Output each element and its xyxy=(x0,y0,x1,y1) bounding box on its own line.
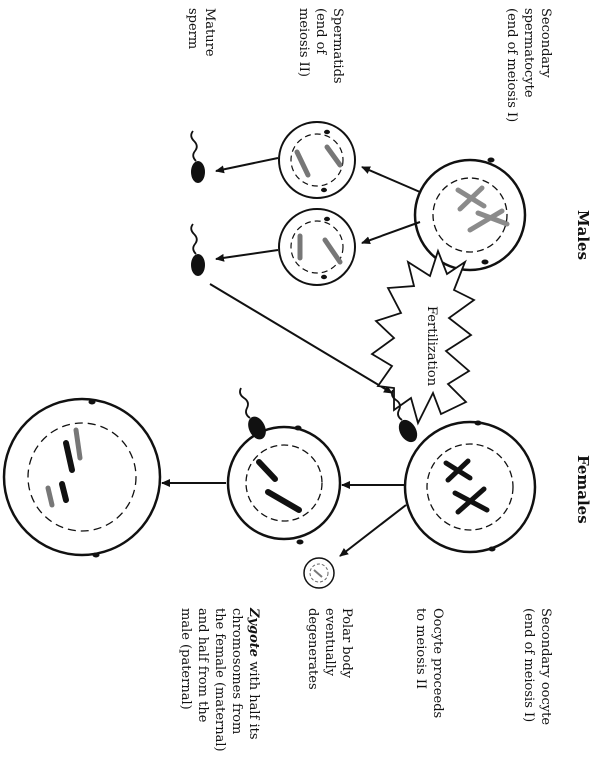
svg-text:sperm: sperm xyxy=(185,8,200,49)
attached-sperm-icon xyxy=(391,389,418,443)
svg-text:Spermatids: Spermatids xyxy=(330,8,345,84)
svg-text:Mature: Mature xyxy=(202,8,217,57)
spermatid-cell xyxy=(278,208,356,286)
svg-text:Secondary oocyte: Secondary oocyte xyxy=(538,608,553,725)
arrow-to-spermatid-1 xyxy=(361,166,421,193)
svg-text:chromosomes from: chromosomes from xyxy=(229,608,244,734)
svg-text:Polar body: Polar body xyxy=(339,608,354,679)
svg-text:and half from the: and half from the xyxy=(195,608,210,723)
svg-text:Females: Females xyxy=(574,455,592,524)
svg-text:(end of: (end of xyxy=(313,8,328,55)
arrow-to-sperm-2 xyxy=(215,249,279,262)
svg-text:(end of meiosis I): (end of meiosis I) xyxy=(521,608,536,722)
label-spermatids: Spermatids (end of meiosis II) xyxy=(296,8,345,84)
label-polar-body: Polar body eventually degenerates xyxy=(305,608,354,690)
svg-text:Males: Males xyxy=(574,210,592,260)
svg-text:Fertilization: Fertilization xyxy=(424,306,439,387)
arrow-to-polar-body xyxy=(339,504,407,557)
label-secondary-oocyte: Secondary oocyte (end of meiosis I) xyxy=(521,608,553,725)
svg-text:the female (maternal): the female (maternal) xyxy=(212,608,227,752)
zygote-cell xyxy=(2,397,162,558)
svg-text:degenerates: degenerates xyxy=(305,608,320,690)
svg-text:Oocyte proceeds: Oocyte proceeds xyxy=(430,608,445,718)
zygote-cell-early xyxy=(226,425,342,545)
header-females: Females xyxy=(574,455,592,524)
arrow-to-spermatid-2 xyxy=(361,221,421,245)
svg-text:to meiosis II: to meiosis II xyxy=(413,608,428,689)
label-zygote: Zygote with half its chromosomes from th… xyxy=(178,607,261,752)
zygote-sperm-icon xyxy=(239,387,266,440)
svg-text:Secondary: Secondary xyxy=(538,8,553,78)
svg-text:male (paternal): male (paternal) xyxy=(178,608,193,710)
mature-sperm-icon xyxy=(190,223,205,276)
svg-text:(end of meiosis I): (end of meiosis I) xyxy=(504,8,519,122)
mature-sperm-icon xyxy=(190,130,205,183)
spermatid-cell xyxy=(278,121,356,199)
polar-body-cell xyxy=(303,557,335,589)
label-secondary-spermatocyte: Secondary spermatocyte (end of meiosis I… xyxy=(504,8,553,122)
arrow-sperm-to-oocyte xyxy=(209,283,393,394)
svg-text:meiosis II): meiosis II) xyxy=(296,8,311,77)
svg-text:spermatocyte: spermatocyte xyxy=(521,8,536,98)
secondary-oocyte-cell xyxy=(403,420,537,554)
svg-text:Zygote with half its: Zygote with half its xyxy=(246,607,261,740)
svg-text:eventually: eventually xyxy=(322,608,337,677)
label-oocyte-meiosis: Oocyte proceeds to meiosis II xyxy=(413,608,445,718)
label-mature-sperm: Mature sperm xyxy=(185,8,217,57)
fertilization-starburst: Fertilization xyxy=(370,248,476,426)
secondary-spermatocyte-cell xyxy=(413,157,527,272)
arrow-to-sperm-1 xyxy=(215,157,279,174)
header-males: Males xyxy=(574,210,592,260)
